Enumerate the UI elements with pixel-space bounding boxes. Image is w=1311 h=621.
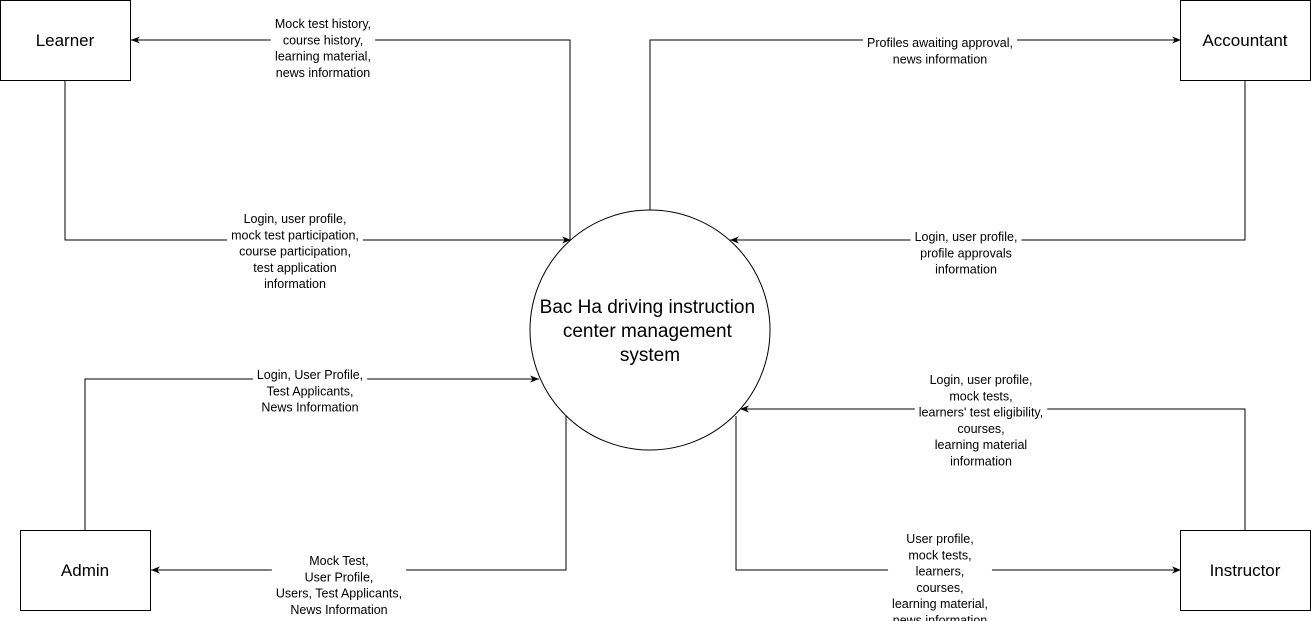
flow-label-background xyxy=(910,229,1022,280)
flow-label-line: information xyxy=(264,277,326,291)
flow-label-line: User profile, xyxy=(906,532,973,546)
flow-line-to-admin xyxy=(151,414,567,574)
flow-line-from-instructor xyxy=(740,405,1246,530)
flow-label-line: course participation, xyxy=(239,245,351,259)
flow-label-line: mock tests, xyxy=(949,389,1012,403)
flow-label-line: courses, xyxy=(916,581,963,595)
flow-label-line: Test Applicants, xyxy=(267,384,354,398)
flow-label-line: learners, xyxy=(916,565,965,579)
flow-line-from-admin xyxy=(84,375,539,530)
flow-label-line: Mock Test, xyxy=(309,554,369,568)
flow-label-line: news information xyxy=(276,66,371,80)
entity-instructor-label: Instructor xyxy=(1210,561,1281,580)
flow-label-line: Login, user profile, xyxy=(244,212,347,226)
flow-label-line: User Profile, xyxy=(305,570,374,584)
flow-label-to-accountant: Profiles awaiting approval, news informat… xyxy=(863,35,1017,70)
flow-label-line: Mock test history, xyxy=(275,17,371,31)
flow-label-line: learning material, xyxy=(275,50,371,64)
entity-admin: Admin xyxy=(20,530,151,611)
flow-labels: Mock test history, course history, learnin… xyxy=(227,16,1048,621)
entity-accountant-label: Accountant xyxy=(1202,31,1287,50)
flow-label-line: information xyxy=(935,263,997,277)
flow-label-line: mock tests, xyxy=(908,548,971,562)
entity-learner-label: Learner xyxy=(36,31,95,50)
flow-label-to-admin: Mock Test, User Profile, Users, Test Appli… xyxy=(271,553,407,621)
flow-label-line: test application xyxy=(253,261,336,275)
flow-label-background xyxy=(888,531,992,621)
flow-label-line: news information xyxy=(893,52,988,66)
flow-label-line: mock test participation, xyxy=(231,228,359,242)
flow-label-line: courses, xyxy=(957,422,1004,436)
flow-label-line: news information xyxy=(893,614,988,621)
flow-label-line: learners' test eligibility, xyxy=(919,406,1043,420)
flow-label-line: Users, Test Applicants, xyxy=(276,587,402,601)
flow-label-line: Login, user profile, xyxy=(915,230,1018,244)
entity-instructor: Instructor xyxy=(1180,530,1311,611)
flow-label-background xyxy=(270,16,376,84)
flow-line-from-accountant xyxy=(730,80,1246,244)
flow-label-from-instructor: Login, user profile, mock tests, learners'… xyxy=(914,372,1048,472)
flow-label-background xyxy=(227,211,363,295)
flow-label-line: News Information xyxy=(290,603,387,617)
flow-line-from-learner xyxy=(64,80,571,244)
process-label-line: Bac Ha driving instruction xyxy=(540,297,755,318)
flow-line-to-instructor xyxy=(735,416,1181,574)
process-label: Bac Ha driving instruction center manage… xyxy=(540,297,761,366)
flow-label-to-instructor: User profile, mock tests, learners, courses… xyxy=(888,531,992,621)
flow-label-line: profile approvals xyxy=(920,246,1012,260)
flow-label-line: course history, xyxy=(283,33,363,47)
process-label-line: system xyxy=(620,345,680,366)
process-label-line: center management xyxy=(563,321,733,342)
flow-label-from-accountant: Login, user profile, profile approvals inf… xyxy=(910,229,1022,280)
flow-label-background xyxy=(271,553,407,621)
flow-label-to-learner: Mock test history, course history, learnin… xyxy=(270,16,376,84)
entity-learner: Learner xyxy=(0,0,131,81)
flow-label-line: learning material, xyxy=(892,597,988,611)
process-circle xyxy=(529,209,771,451)
flow-label-background xyxy=(914,372,1048,472)
flow-label-line: Login, User Profile, xyxy=(257,368,363,382)
flow-label-from-admin: Login, User Profile, Test Applicants, News… xyxy=(252,367,368,418)
flow-label-line: learning material xyxy=(935,438,1027,452)
flow-label-line: Profiles awaiting approval, xyxy=(867,36,1013,50)
flow-label-background xyxy=(252,367,368,418)
flow-label-background xyxy=(863,35,1017,70)
entity-admin-label: Admin xyxy=(61,561,109,580)
entity-accountant: Accountant xyxy=(1180,0,1311,81)
flow-label-line: information xyxy=(950,455,1012,469)
flow-label-line: News Information xyxy=(261,401,358,415)
flow-label-line: Login, user profile, xyxy=(930,373,1033,387)
flow-label-from-learner: Login, user profile, mock test participat… xyxy=(227,211,363,295)
